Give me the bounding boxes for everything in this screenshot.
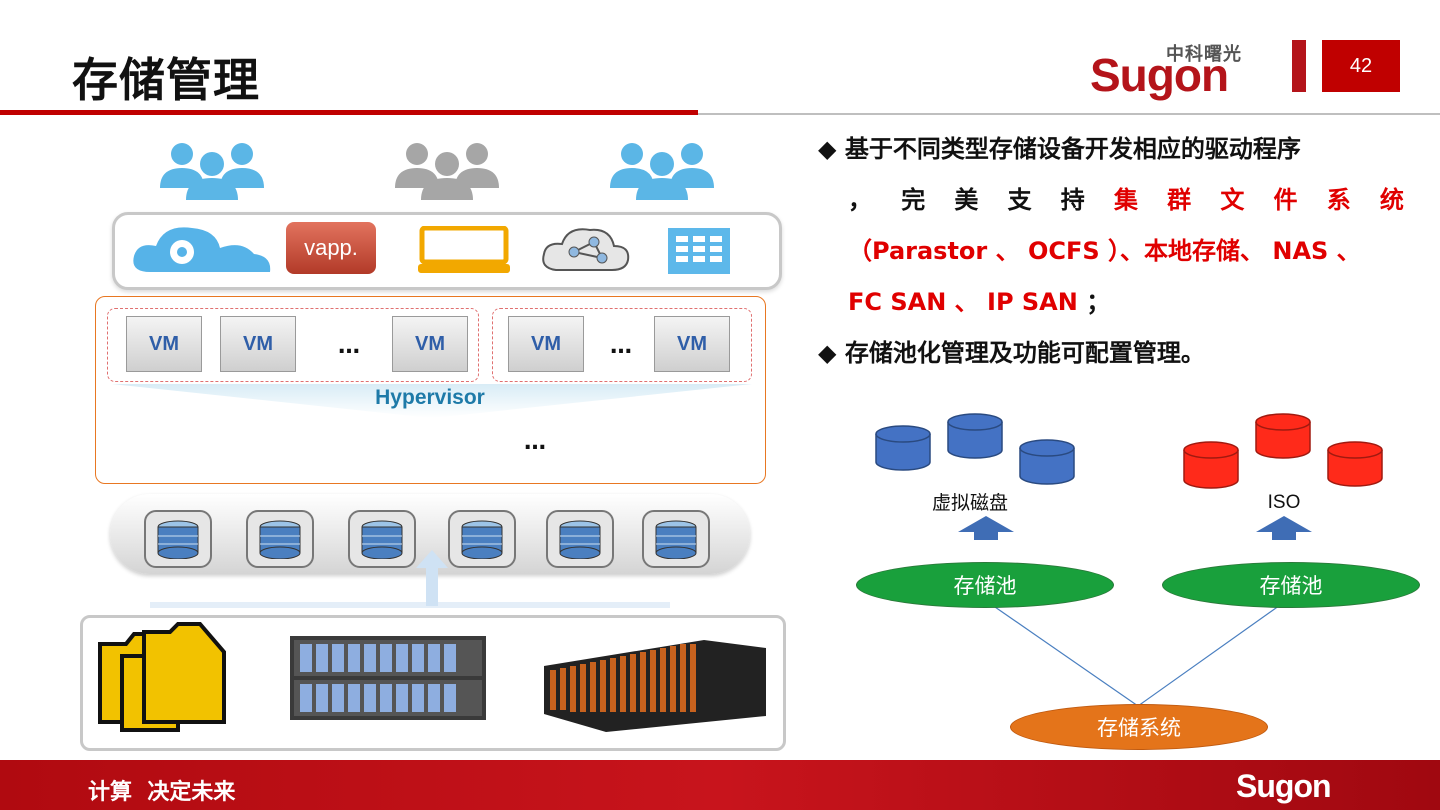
text-punct: ；	[1086, 288, 1110, 316]
storage-pool-left: 存储池	[856, 562, 1114, 608]
storage-pool-right: 存储池	[1162, 562, 1420, 608]
highlight-char: 件	[1274, 175, 1298, 226]
text-char: ，	[848, 175, 872, 226]
highlight-char: 群	[1167, 175, 1191, 226]
bullet-item-1-line-4: FC SAN 、 IP SAN ；	[818, 277, 1404, 328]
iso-disk-group-icon	[1178, 412, 1388, 492]
highlight-char: 系	[1327, 175, 1351, 226]
vm-ellipsis: …	[338, 334, 360, 359]
text-char: 完	[901, 175, 925, 226]
folders-icon	[96, 622, 228, 734]
pool-connector-lines	[960, 590, 1300, 712]
text-char: 美	[954, 175, 978, 226]
vm-box: VM	[126, 316, 202, 372]
users-icon-blue-right	[600, 140, 724, 200]
vm-box: VM	[654, 316, 730, 372]
virtual-disk-group-icon	[870, 412, 1080, 488]
highlight-text: FC SAN 、 IP SAN	[848, 288, 1086, 316]
vapp-icon: vapp.	[286, 222, 376, 274]
page-title: 存储管理	[72, 44, 260, 110]
hypervisor-ellipsis: …	[524, 430, 546, 455]
page-number: 42	[1322, 40, 1400, 92]
diamond-bullet-icon: ◆	[818, 339, 836, 367]
text-char: 支	[1008, 175, 1032, 226]
header-divider	[698, 113, 1440, 115]
users-icon-grey	[385, 140, 509, 200]
vm-box: VM	[392, 316, 468, 372]
bullet-text: 基于不同类型存储设备开发相应的驱动程序	[845, 135, 1301, 163]
highlight-char: 集	[1114, 175, 1138, 226]
footer-slogan: 计算 决定未来	[88, 774, 235, 806]
virtual-disk-caption: 虚拟磁盘	[920, 488, 1020, 515]
network-cloud-icon	[540, 224, 632, 274]
highlight-char: 文	[1220, 175, 1244, 226]
hypervisor-label: Hypervisor	[330, 386, 530, 410]
bullet-item-1-line-3: （Parastor 、 OCFS ）、本地存储、 NAS 、	[818, 226, 1404, 277]
rack-server-icon	[544, 640, 766, 732]
bullet-text: 存储池化管理及功能可配置管理。	[845, 339, 1205, 367]
storage-system: 存储系统	[1010, 704, 1268, 750]
sugon-logo: Sugon	[1090, 48, 1228, 102]
text-char: 持	[1061, 175, 1085, 226]
vm-box: VM	[220, 316, 296, 372]
bullet-item-1-line-1: ◆ 基于不同类型存储设备开发相应的驱动程序	[818, 124, 1404, 175]
laptop-icon	[418, 226, 510, 274]
footer-sugon-logo: Sugon	[1236, 768, 1331, 805]
bullet-list: ◆ 基于不同类型存储设备开发相应的驱动程序 ， 完 美 支 持 集 群 文 件 …	[818, 124, 1404, 379]
grid-table-icon	[668, 228, 730, 274]
storage-connector-arrows	[140, 548, 680, 612]
up-arrow-icon	[956, 514, 1016, 542]
bullet-item-1-line-2: ， 完 美 支 持 集 群 文 件 系 统	[818, 175, 1404, 226]
highlight-char: 统	[1380, 175, 1404, 226]
users-icon-blue-left	[150, 140, 274, 200]
storage-server-icon	[290, 636, 486, 720]
bullet-item-2: ◆ 存储池化管理及功能可配置管理。	[818, 328, 1404, 379]
diamond-bullet-icon: ◆	[818, 135, 836, 163]
vm-ellipsis: …	[610, 334, 632, 359]
logo-bar	[1292, 40, 1306, 92]
iso-caption: ISO	[1244, 492, 1324, 514]
vm-box: VM	[508, 316, 584, 372]
cloud-gear-icon	[130, 222, 280, 274]
title-underline	[0, 110, 698, 115]
up-arrow-icon	[1254, 514, 1314, 542]
